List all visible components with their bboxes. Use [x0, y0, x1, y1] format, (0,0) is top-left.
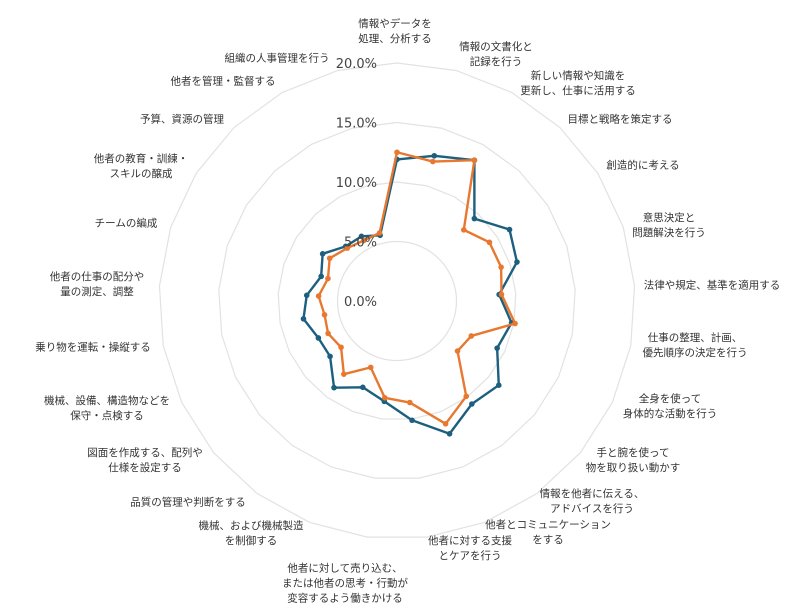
- category-label: 創造的に考える: [606, 159, 680, 172]
- data-point: [381, 395, 388, 401]
- category-label: 新しい情報や知識を 更新し、仕事に活用する: [520, 70, 636, 97]
- data-point: [331, 384, 337, 391]
- category-label: 乗り物を運転・操縦する: [35, 341, 151, 354]
- radar-series: [300, 149, 520, 437]
- tick-label: 15.0%: [336, 117, 377, 132]
- data-point: [506, 226, 513, 233]
- grid-ring: [218, 121, 576, 479]
- data-point: [318, 273, 324, 280]
- category-label: 手と腕を使って 物を取り扱い動かす: [585, 447, 681, 474]
- grid-ring: [158, 62, 636, 538]
- data-point: [469, 401, 475, 407]
- data-point: [319, 251, 326, 257]
- category-label: 目標と戦略を策定する: [567, 113, 673, 126]
- category-label: 他者とコミュニケーション をする: [485, 519, 611, 546]
- data-point: [315, 335, 322, 341]
- data-point: [430, 158, 436, 165]
- data-point: [327, 353, 333, 360]
- data-point: [407, 399, 413, 406]
- data-point: [463, 393, 470, 400]
- category-label: 他者を管理・監督する: [170, 75, 276, 88]
- data-point: [303, 292, 310, 299]
- category-label: 情報を他者に伝える、 アドバイスを行う: [539, 488, 645, 515]
- category-label: 図面を作成する、配列や 仕様を設定する: [87, 447, 203, 474]
- data-point: [326, 255, 333, 262]
- data-point: [367, 364, 374, 371]
- data-point: [315, 293, 322, 299]
- data-point: [460, 227, 467, 233]
- data-point: [360, 237, 367, 244]
- series-line-2: [317, 151, 517, 426]
- category-label: 仕事の整理、計画、 優先順序の決定を行う: [642, 332, 748, 359]
- tick-label: 5.0%: [344, 236, 377, 251]
- tick-label: 0.0%: [344, 295, 377, 310]
- category-label: 機械、および機械製造 を制御する: [198, 520, 304, 547]
- category-label: 組織の人事管理を行う: [224, 52, 330, 65]
- data-point: [446, 430, 453, 437]
- category-label: 意思決定と 問題解決を行う: [632, 212, 706, 239]
- category-label: 全身を使って 身体的な活動を行う: [622, 393, 718, 420]
- tick-label: 20.0%: [336, 57, 377, 72]
- data-point: [321, 312, 328, 318]
- data-point: [468, 333, 475, 339]
- data-point: [394, 149, 400, 156]
- data-point: [512, 320, 518, 327]
- category-label: 他者の仕事の配分や 量の測定、調整: [49, 271, 145, 298]
- category-label: 機械、設備、構造物などを 保守・点検する: [44, 395, 170, 422]
- data-point: [409, 417, 415, 424]
- data-point: [471, 215, 478, 222]
- grid-ring: [336, 240, 458, 362]
- data-point: [454, 348, 461, 354]
- data-point: [498, 264, 504, 270]
- data-point: [471, 157, 478, 164]
- series-line-1: [302, 154, 519, 435]
- tick-label: 10.0%: [336, 176, 377, 191]
- radial-tick-labels: 0.0% 5.0% 10.0% 15.0% 20.0%: [336, 57, 377, 310]
- data-point: [376, 230, 383, 236]
- category-label: 品質の管理や判断をする: [130, 496, 246, 509]
- category-label: 予算、資源の管理: [140, 113, 224, 126]
- data-point: [486, 239, 493, 246]
- data-point: [514, 259, 520, 265]
- category-label: 情報の文書化と 記録を行う: [459, 41, 533, 68]
- data-point: [495, 382, 502, 388]
- grid-ring: [277, 181, 517, 420]
- data-point: [494, 345, 500, 351]
- data-point: [358, 233, 365, 240]
- data-point: [431, 152, 438, 159]
- radar-grid: [158, 62, 636, 538]
- category-label: 法律や規定、基準を適用する: [643, 279, 781, 292]
- data-point: [344, 245, 351, 251]
- data-point: [341, 371, 347, 377]
- data-point: [300, 316, 307, 322]
- category-label: チームの編成: [94, 217, 158, 230]
- category-label: 他者に対して売り込む、 または他者の思考・行動が 変容するよう働きかける: [282, 562, 408, 605]
- category-label: 他者に対する支援 とケアを行う: [428, 535, 512, 562]
- data-point: [325, 275, 331, 282]
- category-label: 他者の教育・訓練・ スキルの醸成: [93, 153, 189, 180]
- data-point: [442, 421, 449, 427]
- data-point: [360, 384, 366, 391]
- data-point: [338, 344, 344, 351]
- data-point: [325, 330, 331, 337]
- data-point: [498, 291, 505, 298]
- category-label: 情報やデータを 処理、分析する: [358, 18, 432, 45]
